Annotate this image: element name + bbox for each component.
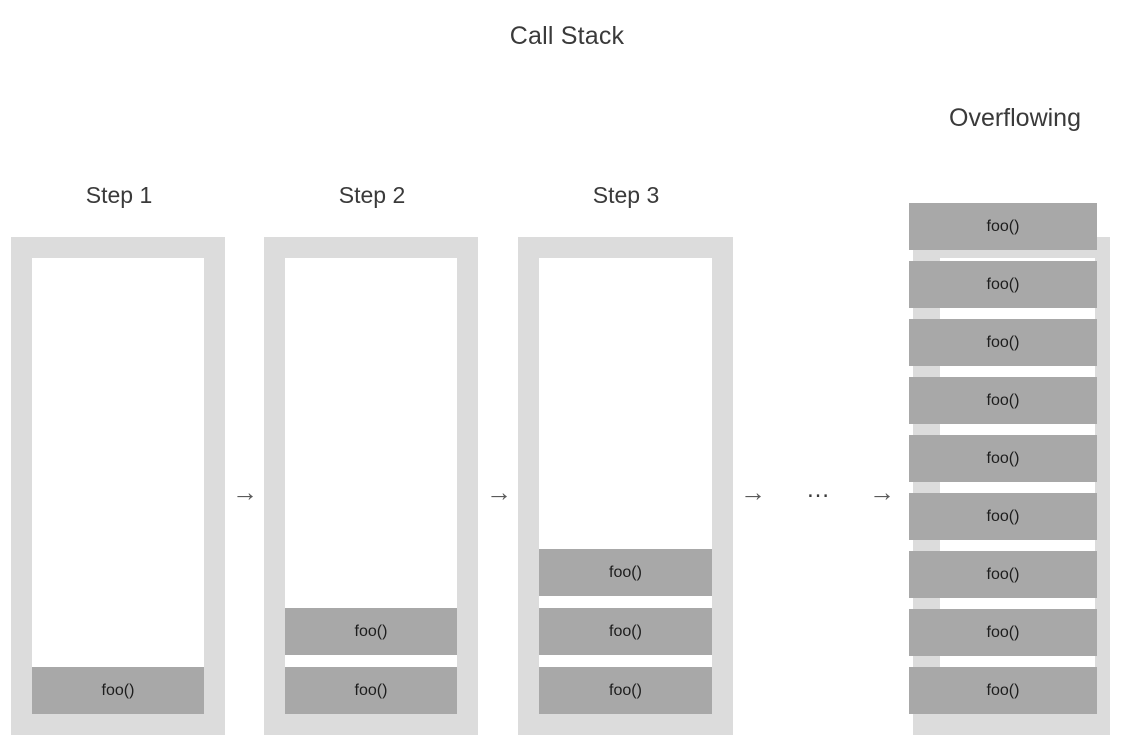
stack-inner-2: foo() foo() <box>285 258 457 714</box>
stack-frame: foo() <box>539 608 712 655</box>
stack-frame: foo() <box>909 203 1097 250</box>
stack-frame: foo() <box>909 261 1097 308</box>
step-label-1: Step 1 <box>85 182 153 208</box>
stack-frame: foo() <box>909 667 1097 714</box>
overflowing-label: Overflowing <box>949 104 1081 132</box>
stack-frame: foo() <box>909 319 1097 366</box>
stack-frame: foo() <box>285 608 457 655</box>
call-stack-step-1: foo() <box>11 237 225 735</box>
stack-frame: foo() <box>909 435 1097 482</box>
stack-frame: foo() <box>539 549 712 596</box>
call-stack-overflowing: foo() foo() foo() foo() foo() foo() foo(… <box>909 203 1110 735</box>
arrow-icon-2: → <box>486 477 512 507</box>
step-label-3: Step 3 <box>592 182 660 208</box>
overflowing-frame-group: foo() foo() foo() foo() foo() foo() foo(… <box>909 203 1097 714</box>
arrow-icon-3: → <box>740 477 766 507</box>
arrow-icon-4: → <box>869 477 895 507</box>
stack-frame: foo() <box>909 551 1097 598</box>
stack-frame: foo() <box>909 609 1097 656</box>
page-title: Call Stack <box>509 22 625 50</box>
call-stack-step-2: foo() foo() <box>264 237 478 735</box>
ellipsis-icon: … <box>806 476 830 503</box>
stack-frame: foo() <box>539 667 712 714</box>
stack-frame: foo() <box>909 493 1097 540</box>
stack-frame: foo() <box>285 667 457 714</box>
stack-inner-1: foo() <box>32 258 204 714</box>
stack-inner-3: foo() foo() foo() <box>539 258 712 714</box>
arrow-icon-1: → <box>232 477 258 507</box>
stack-inner-overflowing: foo() foo() foo() foo() foo() foo() foo(… <box>909 203 1097 714</box>
stack-frame: foo() <box>909 377 1097 424</box>
step-label-2: Step 2 <box>338 182 406 208</box>
stack-frame: foo() <box>32 667 204 714</box>
call-stack-step-3: foo() foo() foo() <box>518 237 733 735</box>
